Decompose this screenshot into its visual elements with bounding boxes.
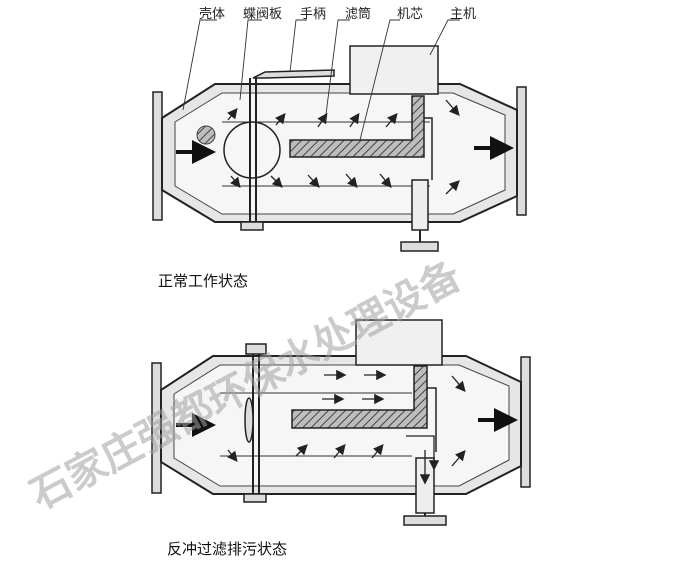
main-unit-box <box>349 45 439 95</box>
right-flange <box>516 86 527 216</box>
core-2 <box>291 365 428 429</box>
label-butterfly-valve: 蝶阀板 <box>243 7 282 22</box>
diagram-backwash <box>151 319 531 526</box>
butterfly-valve-2 <box>244 397 254 443</box>
label-handle: 手柄 <box>300 7 326 22</box>
handle <box>252 69 335 79</box>
label-shell: 壳体 <box>199 7 225 22</box>
butterfly-valve <box>223 121 281 179</box>
label-main-unit: 主机 <box>450 7 476 22</box>
label-filter-cylinder: 滤筒 <box>345 6 371 22</box>
label-core: 机芯 <box>397 7 423 22</box>
right-flange-2 <box>520 356 531 488</box>
diagram-normal: 壳体 蝶阀板 手柄 滤筒 机芯 主机 <box>152 6 527 252</box>
caption-backwash: 反冲过滤排污状态 <box>167 540 287 558</box>
caption-normal: 正常工作状态 <box>158 272 248 290</box>
main-unit-box-2 <box>355 319 443 366</box>
left-flange <box>152 91 163 221</box>
core <box>289 95 425 158</box>
